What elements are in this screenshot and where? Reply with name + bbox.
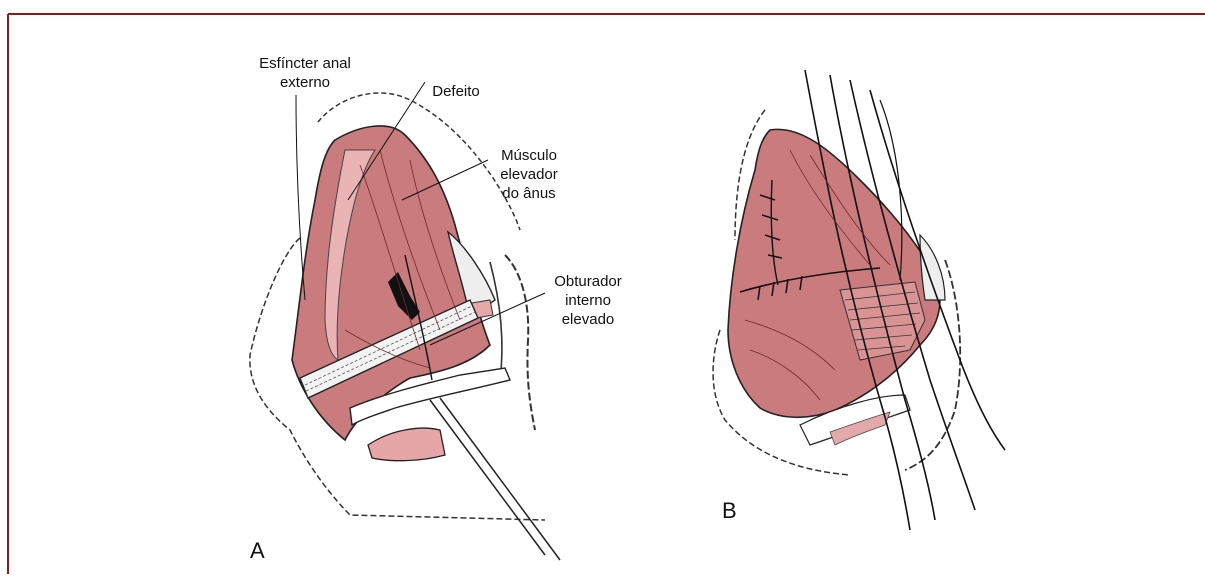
label-musculo-line-3: do ânus: [488, 184, 570, 203]
label-defeito-text: Defeito: [416, 82, 496, 101]
label-esfincter: Esfíncter anal externo: [236, 54, 374, 92]
label-defeito: Defeito: [416, 82, 496, 101]
label-esfincter-line-1: Esfíncter anal: [236, 54, 374, 73]
label-obturador: Obturador interno elevado: [540, 272, 636, 329]
panel-b-letter: B: [722, 498, 737, 524]
label-obturador-line-1: Obturador: [540, 272, 636, 291]
wound-edge-right: [490, 262, 502, 380]
label-obturador-line-3: elevado: [540, 310, 636, 329]
label-musculo: Músculo elevador do ânus: [488, 146, 570, 203]
label-musculo-line-2: elevador: [488, 165, 570, 184]
panel-b-illustration: [713, 70, 1005, 530]
label-obturador-line-2: interno: [540, 291, 636, 310]
skin-outline-right: [505, 255, 535, 430]
lower-muscle-patch: [368, 428, 445, 461]
retractor-handle: [430, 398, 560, 560]
label-musculo-line-1: Músculo: [488, 146, 570, 165]
right-flap-b: [920, 235, 945, 300]
panel-a-letter: A: [250, 538, 265, 564]
label-esfincter-line-2: externo: [236, 73, 374, 92]
